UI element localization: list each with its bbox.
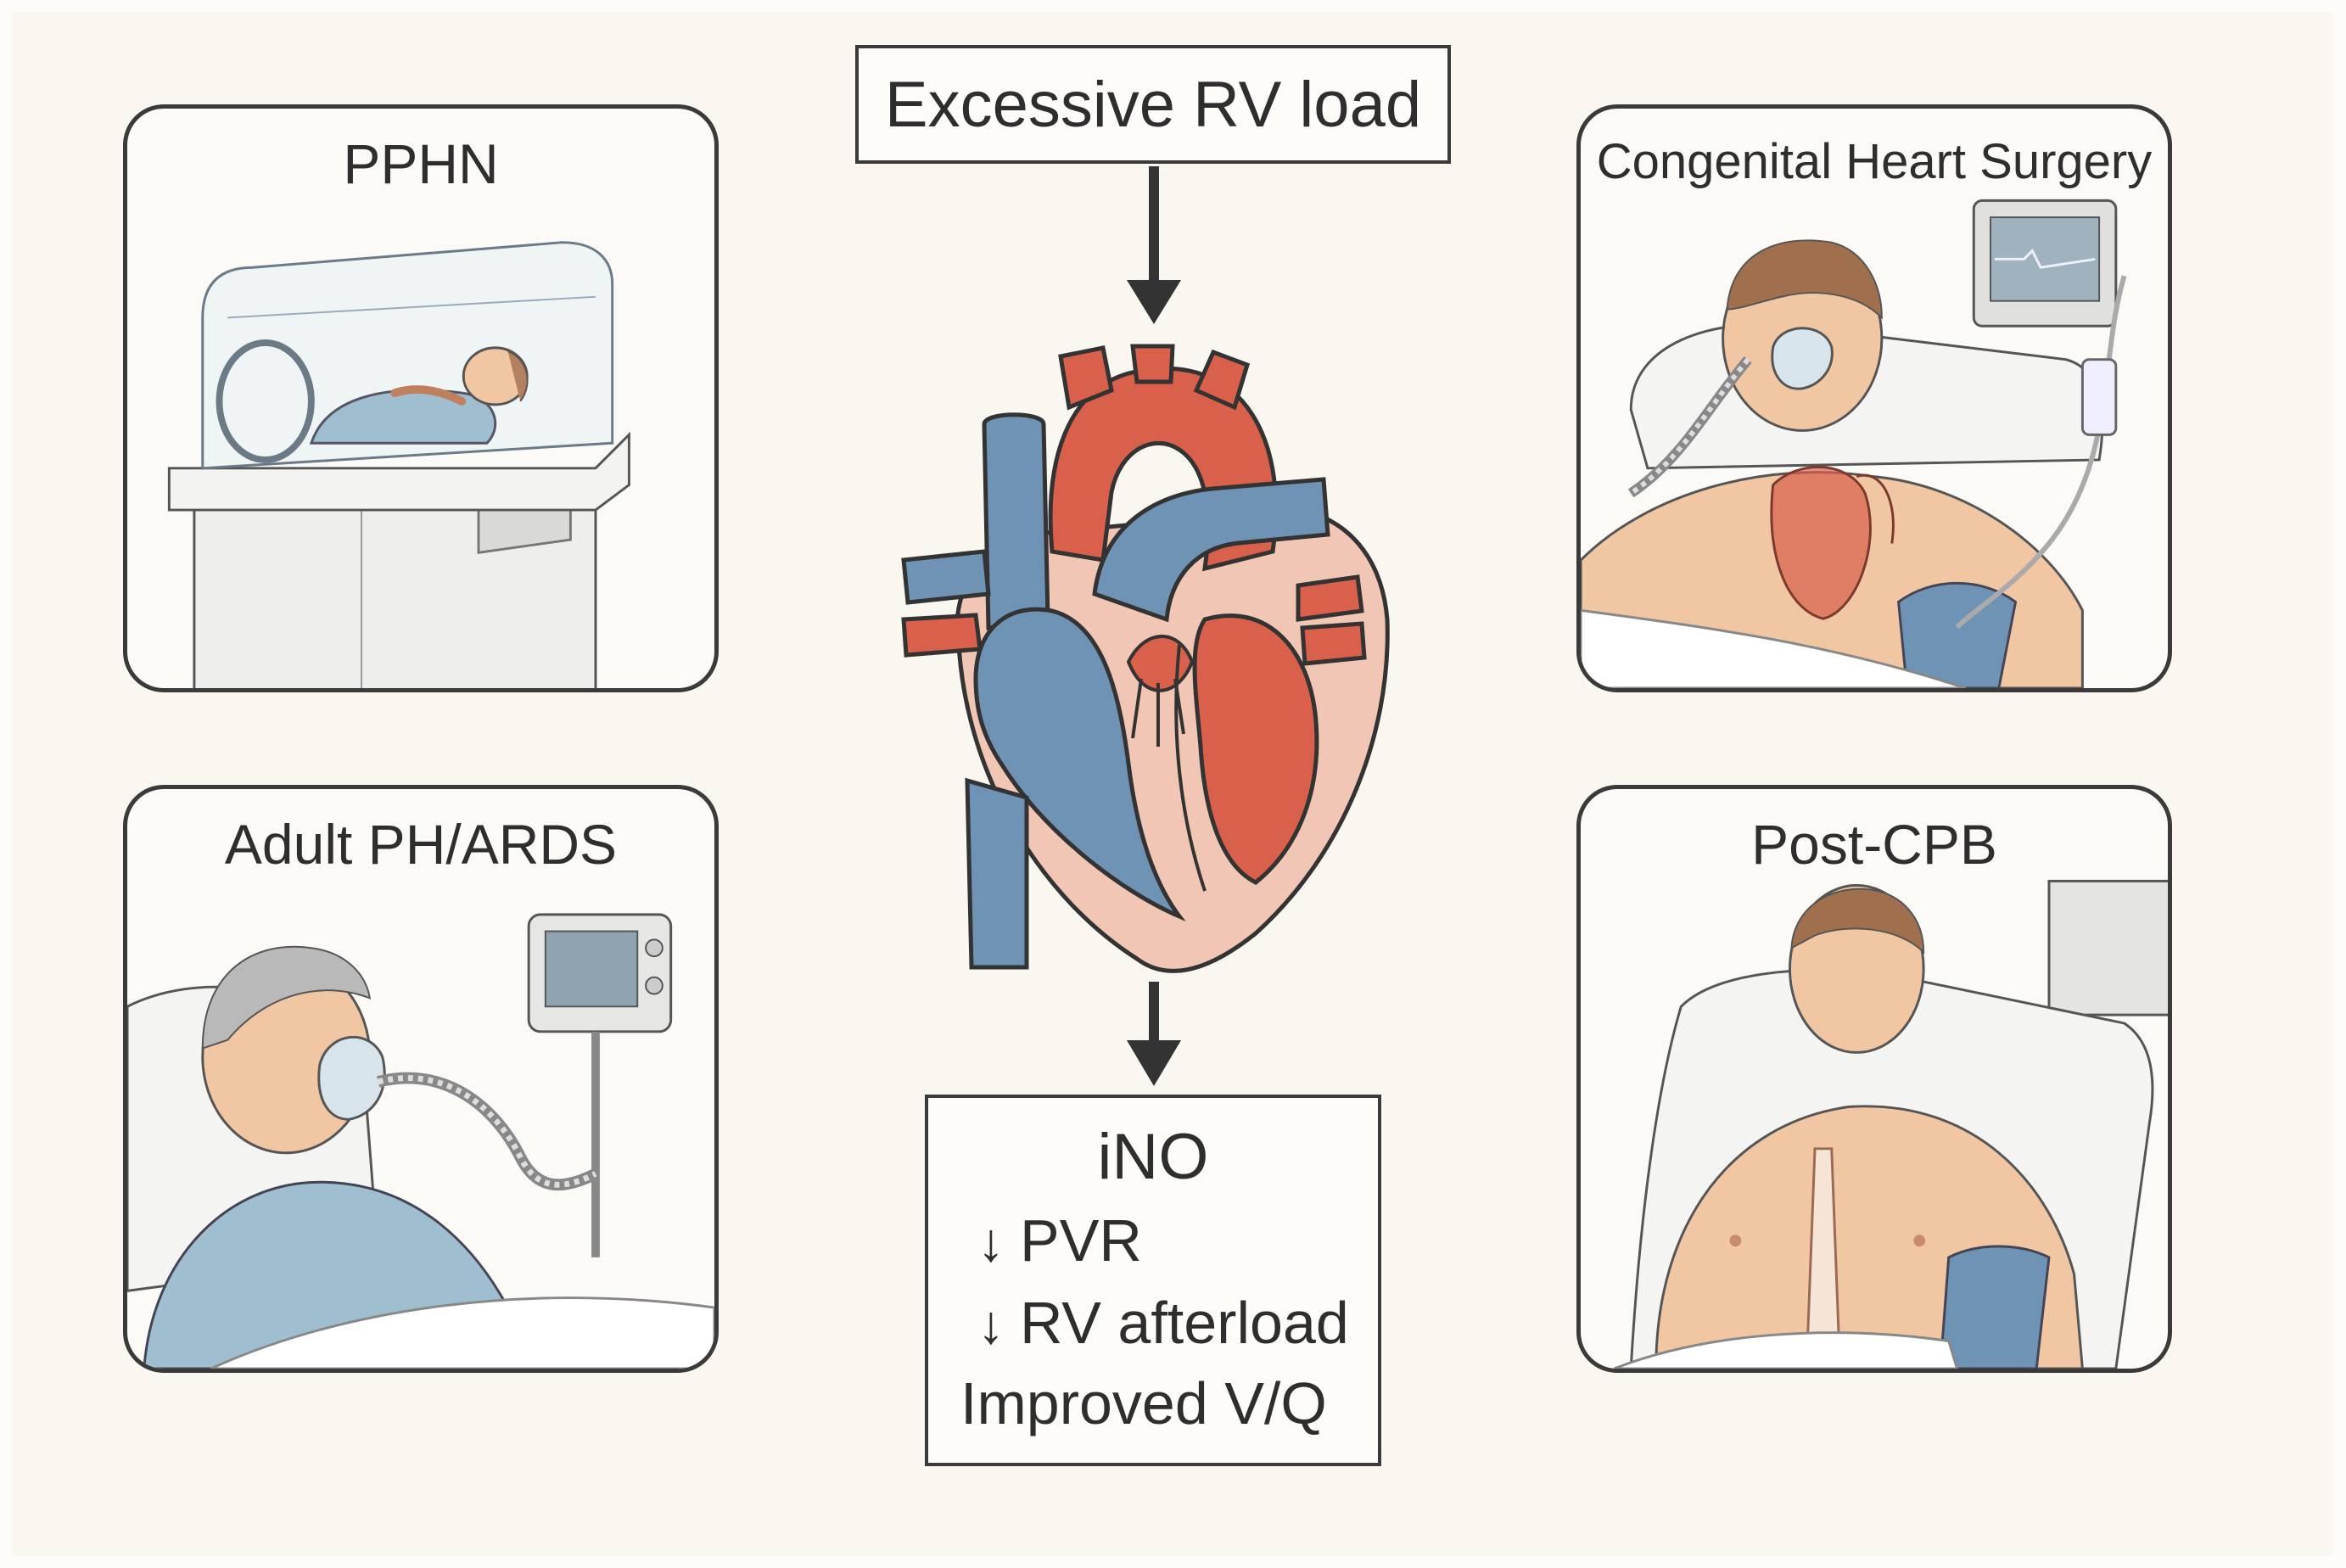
- down-arrow-icon: ↓: [977, 1211, 1005, 1274]
- effect-item: Improved V/Q: [960, 1369, 1327, 1437]
- effect-item: ↓PVR: [977, 1207, 1142, 1274]
- effect-label: Improved V/Q: [960, 1370, 1327, 1436]
- panel-pphn: PPHN: [123, 104, 719, 692]
- panel-title: PPHN: [127, 131, 714, 198]
- effect-item: ↓RV afterload: [977, 1289, 1349, 1357]
- heart-diagram-icon: [899, 339, 1408, 984]
- bp-cuff-icon: [1940, 1246, 2049, 1369]
- panel-title: Congenital Heart Surgery: [1581, 132, 2168, 192]
- effect-label: PVR: [1020, 1207, 1142, 1274]
- surgery-patient-icon: [1581, 109, 2168, 688]
- panel-adult-ph-ards: Adult PH/ARDS: [123, 785, 719, 1373]
- monitor-icon: [1974, 200, 2116, 326]
- panel-title: Adult PH/ARDS: [127, 811, 714, 878]
- arrow-cause-to-heart: [1127, 166, 1181, 324]
- effect-label: RV afterload: [1020, 1290, 1349, 1356]
- treatment-title: iNO: [928, 1120, 1378, 1194]
- panel-title: Post-CPB: [1581, 811, 2168, 878]
- arrow-heart-to-ino: [1127, 982, 1181, 1086]
- cause-label: Excessive RV load: [885, 68, 1421, 142]
- treatment-box: iNO ↓PVR ↓RV afterload Improved V/Q: [925, 1095, 1381, 1466]
- down-arrow-icon: ↓: [977, 1293, 1005, 1356]
- panel-congenital-heart-surgery: Congenital Heart Surgery: [1576, 104, 2172, 692]
- panel-post-cpb: Post-CPB: [1576, 785, 2172, 1373]
- cause-box: Excessive RV load: [855, 45, 1451, 164]
- monitor-icon: [529, 915, 671, 1257]
